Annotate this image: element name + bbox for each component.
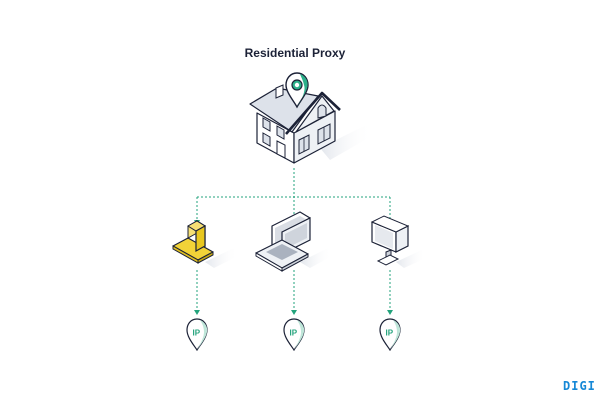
monitor-icon — [370, 215, 426, 268]
ip-label: IP — [386, 329, 394, 338]
connector-lines — [196, 168, 391, 312]
ip-pin-1: IP — [186, 318, 208, 352]
ip-pin-2: IP — [283, 318, 305, 352]
house-icon — [249, 84, 372, 164]
diagram-title: Residential Proxy — [244, 46, 346, 60]
laptop-icon — [255, 211, 332, 272]
yellow-laptop-icon — [172, 219, 238, 268]
ip-label: IP — [193, 329, 201, 338]
ip-label: IP — [290, 329, 298, 338]
brand-logo: DIGI — [563, 379, 596, 393]
ip-pin-3: IP — [379, 318, 401, 352]
location-pin-icon — [285, 72, 309, 109]
